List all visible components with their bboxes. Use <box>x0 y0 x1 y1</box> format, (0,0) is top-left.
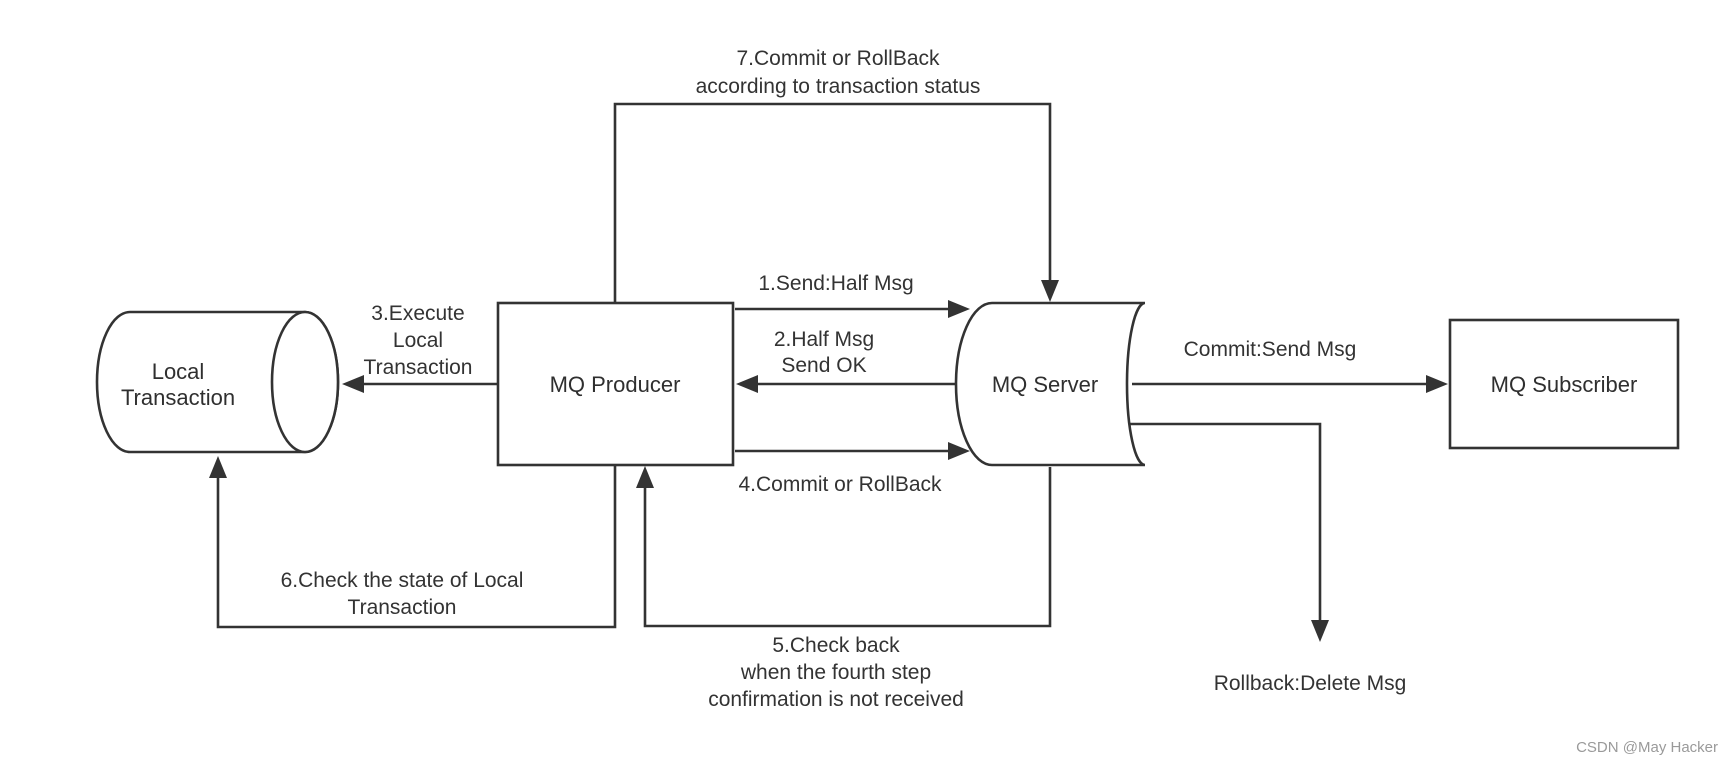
edge-half-msg-send-ok: 2.Half Msg Send OK <box>736 328 955 393</box>
edge-check-back-label-line3: confirmation is not received <box>708 688 964 711</box>
edge-commit-or-rollback-label: 4.Commit or RollBack <box>738 473 942 496</box>
mq-server-node: MQ Server <box>954 301 1146 467</box>
edge-commit-according-to-status: 7.Commit or RollBack according to transa… <box>613 47 1059 302</box>
edge-execute-label-line2: Local <box>393 329 443 352</box>
edge-check-state: 6.Check the state of Local Transaction <box>209 456 617 629</box>
local-transaction-label-line1: Local <box>152 359 205 384</box>
edge-check-state-label-line1: 6.Check the state of Local <box>281 569 524 592</box>
mq-producer-label: MQ Producer <box>550 372 681 397</box>
edge-commit-send-msg: Commit:Send Msg <box>1132 338 1448 393</box>
edge-rollback-delete-msg-label: Rollback:Delete Msg <box>1214 672 1407 695</box>
mq-subscriber-node: MQ Subscriber <box>1448 318 1680 450</box>
edge-half-msg-send-ok-label-line1: 2.Half Msg <box>774 328 874 351</box>
mq-producer-node: MQ Producer <box>496 301 735 467</box>
edge-rollback-delete-msg: Rollback:Delete Msg <box>1130 422 1407 695</box>
edge-send-half-msg-label: 1.Send:Half Msg <box>758 272 913 295</box>
edge-execute-label-line3: Transaction <box>364 356 473 379</box>
edge-commit-or-rollback: 4.Commit or RollBack <box>735 442 970 496</box>
edge-commit-status-label-line1: 7.Commit or RollBack <box>736 47 940 70</box>
local-transaction-node: Local Transaction <box>95 310 340 454</box>
edge-commit-status-label-line2: according to transaction status <box>696 75 981 98</box>
edge-execute-local-transaction: 3.Execute Local Transaction <box>342 302 497 393</box>
edge-commit-send-msg-label: Commit:Send Msg <box>1184 338 1357 361</box>
mq-server-label: MQ Server <box>992 372 1098 397</box>
edge-half-msg-send-ok-label-line2: Send OK <box>781 354 866 377</box>
edge-check-state-label-line2: Transaction <box>348 596 457 619</box>
mq-subscriber-label: MQ Subscriber <box>1491 372 1638 397</box>
edge-check-back-label-line2: when the fourth step <box>740 661 931 684</box>
local-transaction-label-line2: Transaction <box>121 385 235 410</box>
edge-check-back: 5.Check back when the fourth step confir… <box>636 466 1052 711</box>
watermark: CSDN @May Hacker <box>1576 739 1718 756</box>
edge-send-half-msg: 1.Send:Half Msg <box>735 272 970 318</box>
edge-execute-label-line1: 3.Execute <box>371 302 464 325</box>
edge-check-back-label-line1: 5.Check back <box>772 634 900 657</box>
